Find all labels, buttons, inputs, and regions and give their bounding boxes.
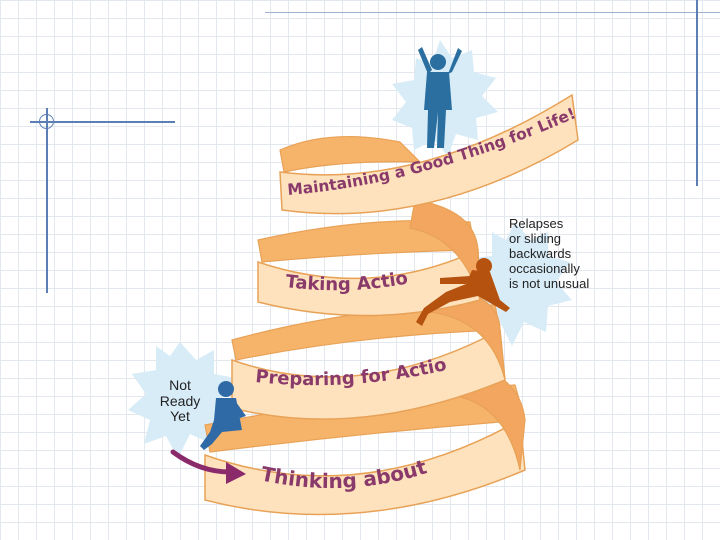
top-divider-line	[265, 12, 720, 13]
band-thinking	[204, 418, 526, 516]
relapse-line: Relapses	[509, 216, 564, 231]
relapse-line: is not unusual	[509, 276, 590, 291]
sitting-person-icon	[200, 381, 246, 450]
right-vertical-line	[696, 0, 698, 186]
not-ready-line: Ready	[159, 392, 201, 409]
not-ready-note: Not Ready Yet	[152, 377, 208, 425]
sliding-person-icon	[416, 258, 510, 326]
curved-arrow-icon	[170, 449, 233, 475]
left-horizontal-line	[30, 121, 175, 123]
celebrating-person-icon	[418, 47, 462, 148]
band-action-side	[409, 199, 481, 301]
relapse-note: Relapses or sliding backwards occasional…	[509, 216, 589, 291]
relapse-line: or sliding	[509, 231, 562, 246]
relapse-line: backwards	[509, 246, 572, 261]
arrowhead-icon	[226, 462, 246, 484]
band-maintaining	[279, 93, 579, 215]
relapse-line: occasionally	[509, 261, 580, 276]
left-vertical-line	[46, 108, 48, 293]
not-ready-line: Yet	[170, 408, 190, 424]
circle-marker-icon	[39, 114, 54, 129]
not-ready-line: Not	[169, 377, 191, 393]
